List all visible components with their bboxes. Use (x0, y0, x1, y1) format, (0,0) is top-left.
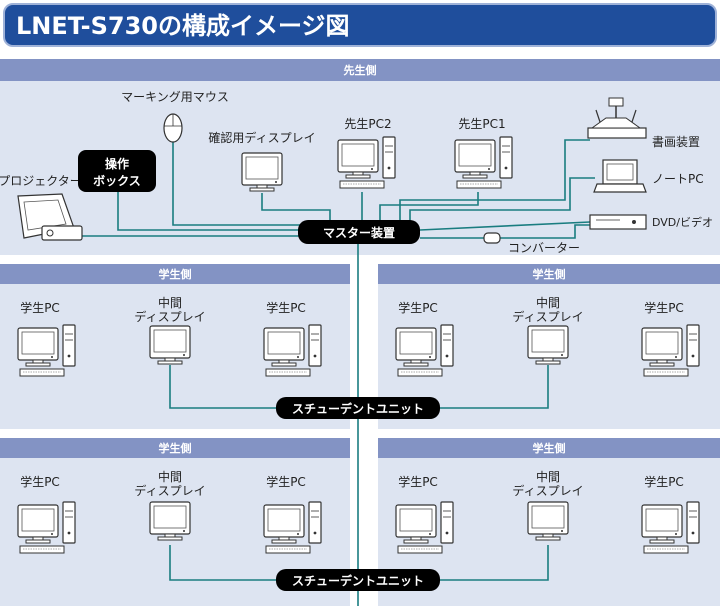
student-unit (276, 397, 440, 419)
student-header-label: 学生側 (533, 441, 566, 455)
notebook-label: ノートPC (652, 172, 704, 186)
student-pc-label: 学生PC (644, 300, 684, 315)
student-header-label: 学生側 (159, 267, 192, 281)
student-pc-label: 学生PC (266, 474, 306, 489)
middle-display-label-1: 中間 (158, 295, 182, 310)
middle-display-label-1: 中間 (536, 295, 560, 310)
student-pc-label: 学生PC (398, 474, 438, 489)
student-header-label: 学生側 (533, 267, 566, 281)
projector-icon (17, 193, 83, 241)
document-camera-label: 書画装置 (652, 135, 700, 149)
control-box-label-1: 操作 (105, 156, 129, 171)
student-unit-label: スチューデントユニット (292, 573, 424, 588)
middle-display-label-1: 中間 (158, 469, 182, 484)
page-title: LNET-S730の構成イメージ図 (16, 12, 349, 40)
student-unit (276, 569, 440, 591)
connection-lines (82, 139, 595, 606)
teacher-panel-header (0, 59, 720, 81)
student-header-label: 学生側 (159, 441, 192, 455)
student-pc-label: 学生PC (266, 300, 306, 315)
student-pc-label: 学生PC (398, 300, 438, 315)
student-pc-label: 学生PC (20, 474, 60, 489)
middle-display-icon (527, 325, 569, 365)
middle-display-icon (149, 501, 191, 541)
student-unit-label: スチューデントユニット (292, 401, 424, 416)
title-bar (3, 3, 717, 47)
projector-label: プロジェクター (0, 174, 82, 188)
teacher-header-label: 先生側 (344, 63, 377, 77)
confirm-display-label: 確認用ディスプレイ (208, 130, 315, 145)
document-camera-icon (587, 97, 647, 139)
mouse-label: マーキング用マウス (121, 90, 229, 104)
mouse-icon (163, 113, 183, 143)
confirm-display-icon (241, 152, 283, 192)
converter-label: コンバーター (508, 241, 580, 255)
middle-display-label-2: ディスプレイ (134, 483, 205, 498)
dvd-label: DVD/ビデオ (652, 215, 713, 229)
middle-display-icon (149, 325, 191, 365)
student-pc-label: 学生PC (644, 474, 684, 489)
master-unit (298, 220, 420, 244)
converter-icon (483, 232, 501, 244)
middle-display-label-2: ディスプレイ (512, 309, 583, 324)
notebook-icon (593, 159, 647, 193)
student-group-bottom: 学生PC 中間 ディスプレイ 学生PC 学生PC 中間 ディスプレイ 学生PC … (17, 469, 700, 591)
middle-display-label-1: 中間 (536, 469, 560, 484)
student-group-top: 学生PC 中間 ディスプレイ 学生PC 学生PC 中間 ディスプレイ 学生PC … (17, 295, 700, 419)
middle-display-label-2: ディスプレイ (512, 483, 583, 498)
student-pc-label: 学生PC (20, 300, 60, 315)
teacher-pc1-label: 先生PC1 (458, 117, 505, 131)
teacher-pc2-label: 先生PC2 (344, 117, 391, 131)
middle-display-label-2: ディスプレイ (134, 309, 205, 324)
control-box (78, 150, 156, 192)
control-box-label-2: ボックス (93, 173, 141, 188)
master-unit-label: マスター装置 (323, 225, 395, 240)
middle-display-icon (527, 501, 569, 541)
dvd-player-icon (589, 214, 647, 230)
